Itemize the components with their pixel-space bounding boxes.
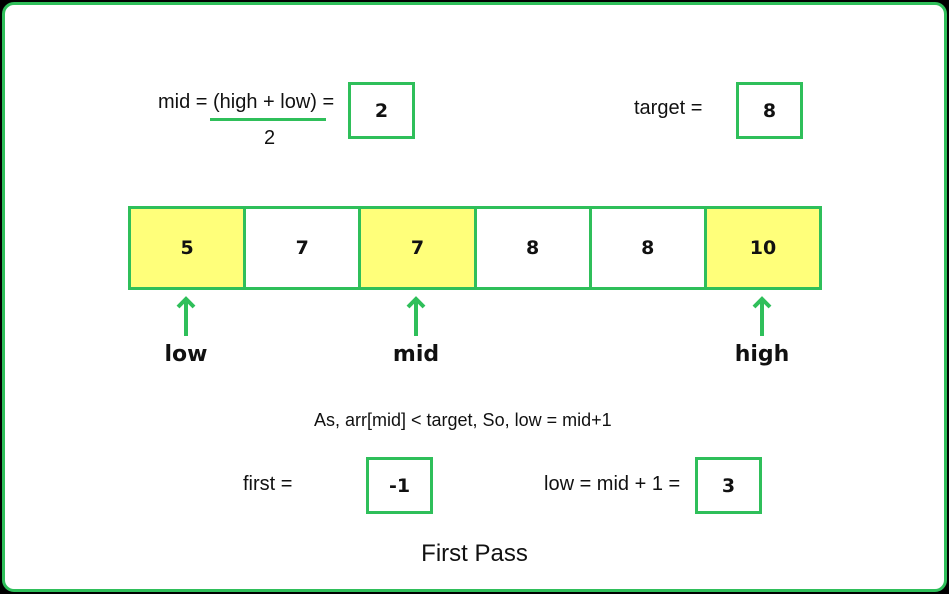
- array-cell: 8: [476, 209, 592, 287]
- target-value-box: 8: [736, 82, 803, 139]
- low-update-value-box: 3: [695, 457, 762, 514]
- fraction-bar: [210, 118, 326, 121]
- mid-formula-numerator: mid = (high + low) =: [158, 91, 335, 113]
- array-cell: 10: [706, 209, 820, 287]
- target-label: target =: [634, 97, 703, 119]
- array: 5 7 7 8 8 10: [128, 206, 822, 290]
- explanation-text: As, arr[mid] < target, So, low = mid+1: [314, 410, 612, 430]
- array-cell: 7: [246, 209, 362, 287]
- mid-pointer-label: mid: [392, 342, 440, 367]
- low-pointer-label: low: [164, 342, 208, 367]
- up-arrow-icon: [752, 296, 772, 336]
- first-value-box: -1: [366, 457, 433, 514]
- up-arrow-icon: [406, 296, 426, 336]
- array-cell: 7: [361, 209, 477, 287]
- mid-pointer: mid: [392, 296, 440, 367]
- up-arrow-icon: [176, 296, 196, 336]
- first-label: first =: [243, 473, 293, 495]
- mid-result-box: 2: [348, 82, 415, 139]
- high-pointer: high: [735, 296, 789, 367]
- caption: First Pass: [421, 540, 528, 567]
- array-cell: 5: [131, 209, 247, 287]
- low-update-label: low = mid + 1 =: [544, 473, 681, 495]
- array-cell: 8: [591, 209, 707, 287]
- low-pointer: low: [164, 296, 208, 367]
- mid-formula-denominator: 2: [264, 127, 276, 149]
- high-pointer-label: high: [734, 342, 790, 367]
